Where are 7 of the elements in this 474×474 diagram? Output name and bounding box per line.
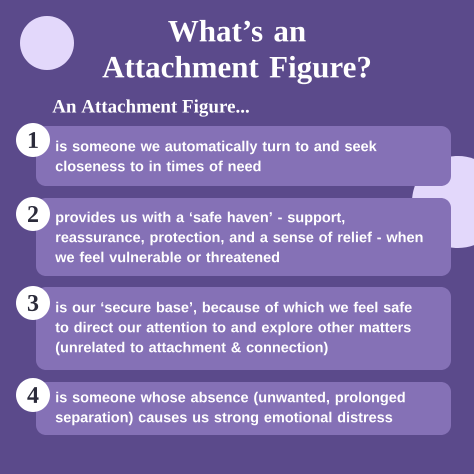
number-badge: 2 — [16, 197, 50, 231]
number-badge: 3 — [16, 286, 50, 320]
title: What’s an Attachment Figure? — [102, 20, 370, 84]
subtitle: An Attachment Figure... — [52, 99, 249, 117]
statement-box: is someone we automatically turn to and seek closeness to in times of need — [36, 126, 451, 186]
number-badge: 1 — [16, 123, 50, 157]
number-badge: 4 — [16, 378, 50, 412]
